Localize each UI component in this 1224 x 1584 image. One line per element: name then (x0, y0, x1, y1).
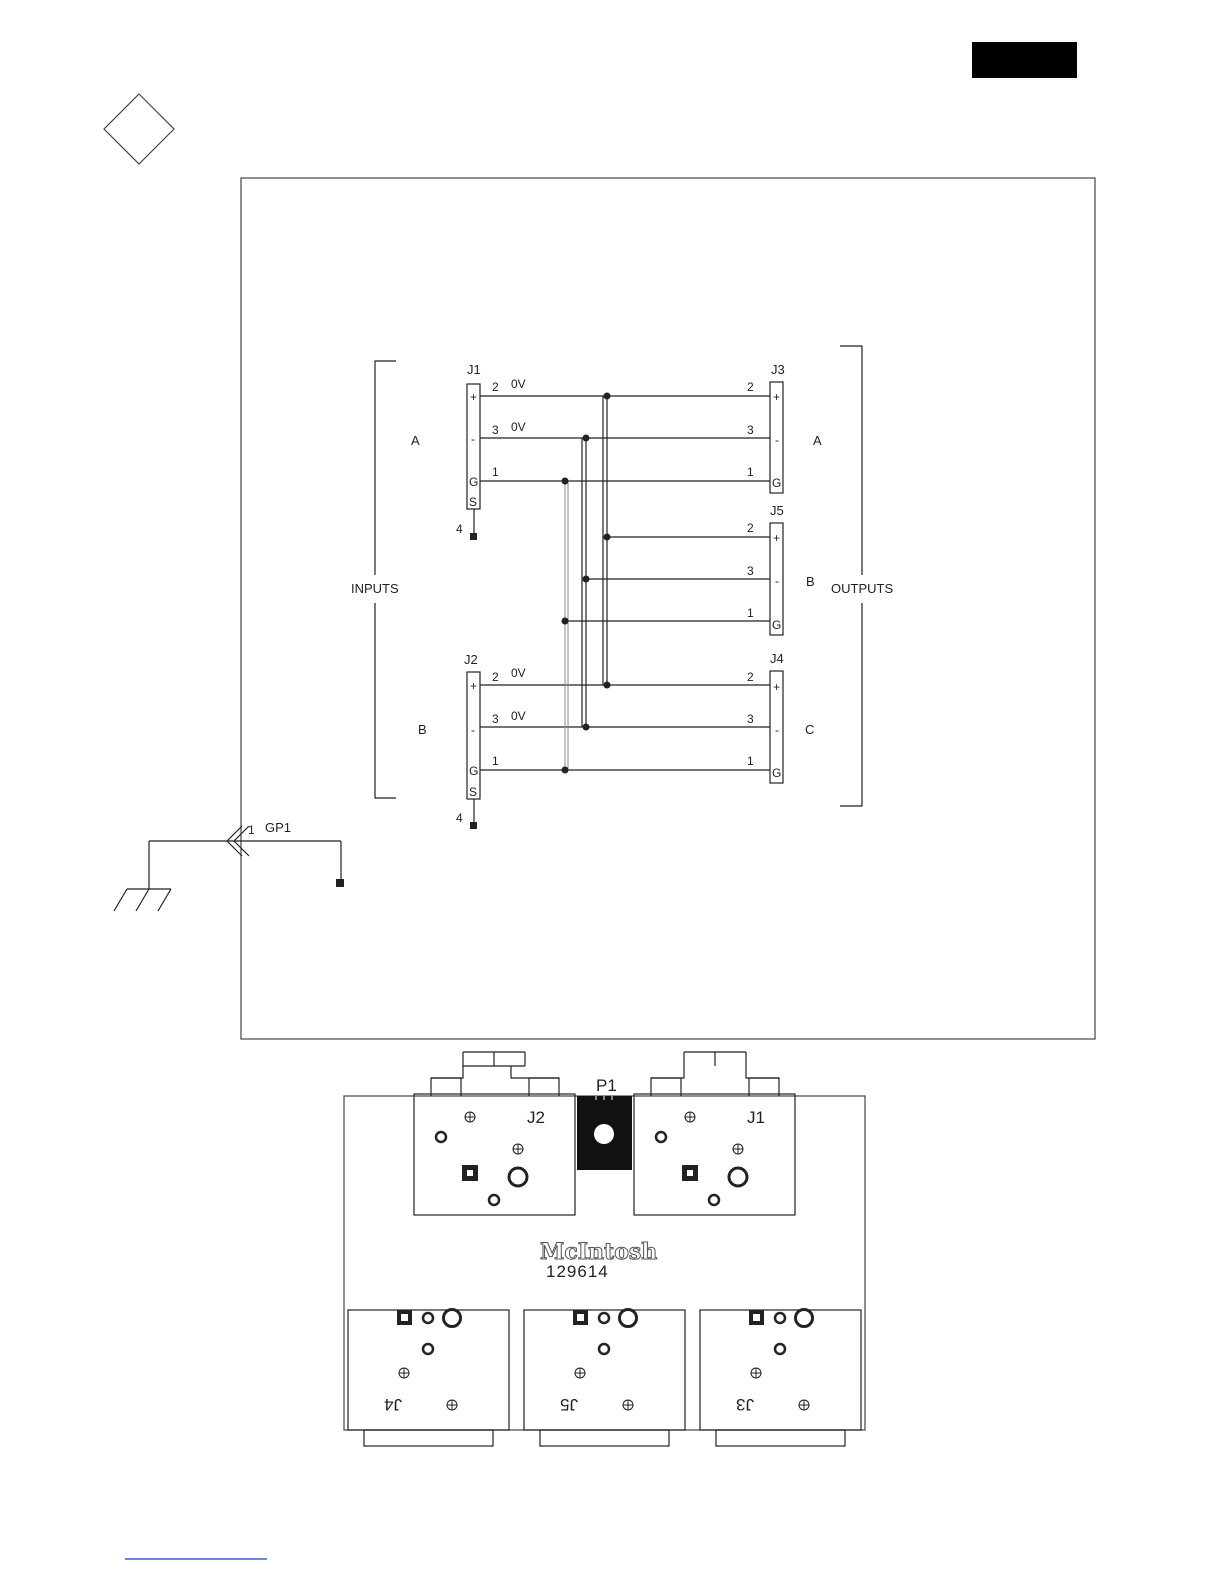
pcb-j1-label: J1 (747, 1108, 765, 1127)
connector-j4: J4 + - G 2 3 1 C (747, 651, 814, 783)
j2-num-4: 4 (456, 811, 463, 825)
j5-pin-g: G (772, 618, 781, 632)
top-tab-left (431, 1052, 559, 1096)
diamond-marker (104, 94, 174, 164)
header-block (972, 42, 1077, 78)
outputs-label: OUTPUTS (831, 581, 893, 596)
crosshair-screw-icon (751, 1368, 761, 1378)
schematic-frame (241, 178, 1095, 1039)
pcb-p1-label: P1 (596, 1076, 617, 1095)
j1-num-2: 2 (492, 380, 499, 394)
crosshair-screw-icon (623, 1400, 633, 1410)
chassis-ground-icon (114, 889, 171, 911)
pcb-j2-label: J2 (527, 1108, 545, 1127)
j2-net-0v-b: 0V (511, 709, 526, 723)
connector-j2: J2 + - G S 2 0V 3 0V 1 4 B (418, 652, 526, 829)
j3-pin-g: G (772, 476, 781, 490)
pcb-p1-terminal: P1 (577, 1076, 632, 1170)
j1-num-4: 4 (456, 522, 463, 536)
j2-pin-g: G (469, 764, 478, 778)
j4-num-3: 3 (747, 712, 754, 726)
j5-pin-minus: - (775, 574, 779, 588)
crosshair-screw-icon (513, 1144, 523, 1154)
j4-name: J4 (770, 651, 784, 666)
pcb-j1-footprint: J1 (634, 1094, 795, 1215)
j3-name: J3 (771, 362, 785, 377)
crosshair-screw-icon (733, 1144, 743, 1154)
gp1-label: GP1 (265, 820, 291, 835)
pcb-j5-label: J5 (560, 1395, 578, 1414)
crosshair-screw-icon (447, 1400, 457, 1410)
j2-side-label: B (418, 722, 427, 737)
j5-pin-plus: + (773, 531, 780, 545)
j4-pin-plus: + (773, 680, 780, 694)
j1-pin-plus: + (470, 390, 477, 404)
j2-num-1: 1 (492, 754, 499, 768)
j1-num-3: 3 (492, 423, 499, 437)
crosshair-screw-icon (799, 1400, 809, 1410)
pcb-j3-footprint: J3 (700, 1310, 861, 1447)
pcb-part-number: 129614 (546, 1262, 609, 1281)
j1-name: J1 (467, 362, 481, 377)
j5-name: J5 (770, 503, 784, 518)
j3-pin-plus: + (773, 390, 780, 404)
j3-num-2: 2 (747, 380, 754, 394)
j1-side-label: A (411, 433, 420, 448)
j2-num-3: 3 (492, 712, 499, 726)
j2-pin-s: S (469, 785, 477, 799)
j2-num-2: 2 (492, 670, 499, 684)
j1-pin-minus: - (471, 432, 475, 446)
inputs-label: INPUTS (351, 581, 399, 596)
j2-pin-minus: - (471, 723, 475, 737)
pcb-j4-label: J4 (384, 1395, 402, 1414)
inputs-bracket: INPUTS (351, 361, 399, 798)
j4-pin-minus: - (775, 723, 779, 737)
j5-num-3: 3 (747, 564, 754, 578)
pcb-j2-footprint: J2 (414, 1094, 575, 1215)
j1-pin-g: G (469, 475, 478, 489)
outputs-bracket: OUTPUTS (831, 346, 893, 806)
j3-num-1: 1 (747, 465, 754, 479)
connector-j3: J3 + - G 2 3 1 A (747, 362, 822, 493)
crosshair-screw-icon (465, 1112, 475, 1122)
j1-net-0v-b: 0V (511, 420, 526, 434)
connector-j1: J1 + - G S 2 0V 3 0V 1 4 A (411, 362, 526, 540)
j5-side-label: B (806, 574, 815, 589)
j3-side-label: A (813, 433, 822, 448)
j1-pin-s: S (469, 495, 477, 509)
j2-pin-plus: + (470, 679, 477, 693)
j4-num-2: 2 (747, 670, 754, 684)
pcb-layout: J2 J1 P1 McIntosh 129614 (344, 1052, 865, 1446)
j1-num-1: 1 (492, 465, 499, 479)
j2-net-0v-a: 0V (511, 666, 526, 680)
ground-gp1: GP1 1 (114, 820, 344, 911)
pcb-j4-footprint: J4 (348, 1310, 509, 1447)
j4-num-1: 1 (747, 754, 754, 768)
connector-j5: J5 + - G 2 3 1 B (747, 503, 815, 635)
top-tab-right (651, 1052, 779, 1096)
pcb-j5-footprint: J5 (524, 1310, 685, 1447)
j5-num-1: 1 (747, 606, 754, 620)
j1-net-0v-a: 0V (511, 377, 526, 391)
j5-num-2: 2 (747, 521, 754, 535)
j4-side-label: C (805, 722, 814, 737)
j3-num-3: 3 (747, 423, 754, 437)
pcb-j3-label: J3 (736, 1395, 754, 1414)
crosshair-screw-icon (685, 1112, 695, 1122)
j2-name: J2 (464, 652, 478, 667)
j4-pin-g: G (772, 766, 781, 780)
crosshair-screw-icon (399, 1368, 409, 1378)
crosshair-screw-icon (575, 1368, 585, 1378)
j3-pin-minus: - (775, 433, 779, 447)
gp1-pin: 1 (248, 823, 255, 837)
